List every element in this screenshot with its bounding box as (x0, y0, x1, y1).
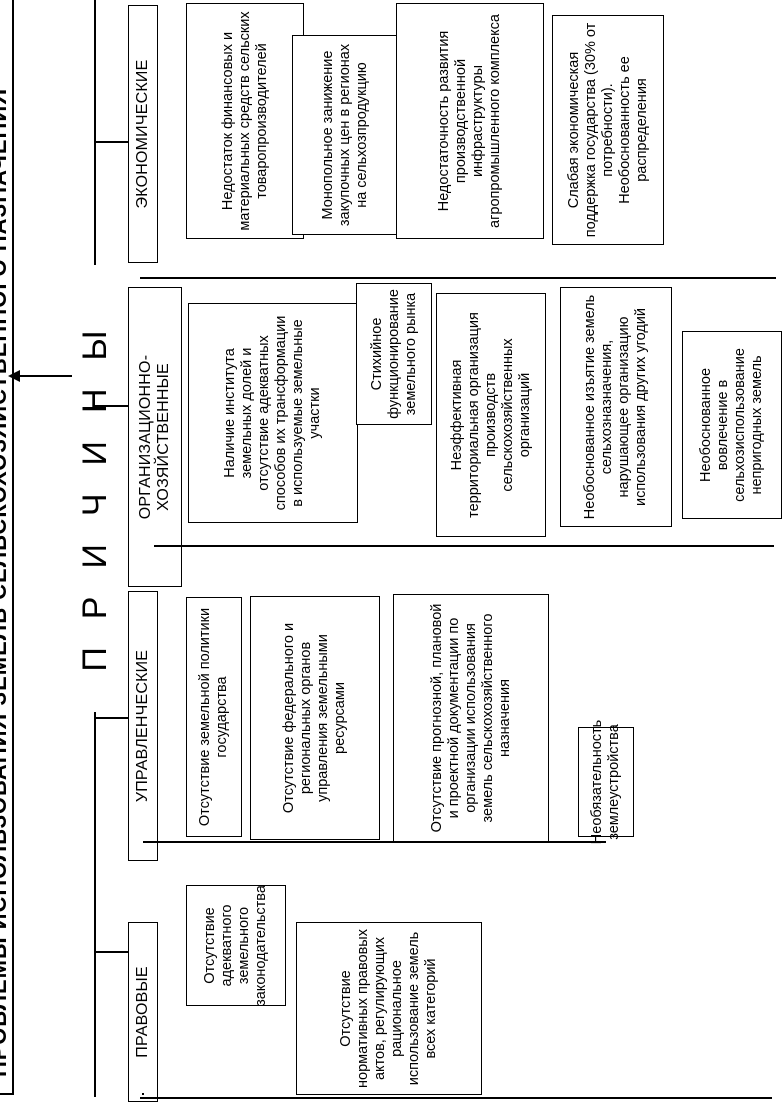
causes-title: ПРИЧИНЫ (76, 302, 114, 672)
organizational-item-1: Наличие института земельных долей и отсу… (188, 303, 358, 523)
managerial-item-4: Необязательность землеустройства (578, 720, 634, 844)
causes-arrow-line (12, 375, 72, 377)
organizational-item-4: Необоснованное изъятие земель сельхозназ… (560, 287, 672, 527)
managerial-item-1: Отсутствие земельной политики государств… (186, 597, 242, 837)
banner-title: ПРОБЛЕМЫ ИСПОЛЬЗОВАНИЯ ЗЕМЕЛЬ СЕЛЬСКОХОЗ… (0, 87, 10, 1077)
organizational-item-2: Стихийное функционирование земельного ры… (356, 283, 432, 425)
category-managerial: УПРАВЛЕНЧЕСКИЕ (128, 591, 158, 861)
legal-bracket (140, 1097, 772, 1099)
managerial-item-2: Отсутствие федерального и региональных о… (250, 596, 380, 840)
category-legal: ПРАВОВЫЕ (128, 922, 158, 1102)
economic-item-1: Недостаток финансовых и материальных сре… (186, 3, 304, 239)
economic-bracket (140, 277, 776, 279)
organizational-drop (94, 405, 128, 407)
legal-item-2: Отсутствие нормативных правовых актов, р… (296, 922, 482, 1095)
economic-item-4: Слабая экономическая поддержка государст… (552, 15, 664, 245)
economic-item-3: Недостаточность развития производственно… (396, 3, 544, 239)
legal-connector-bus (142, 1093, 144, 1095)
spine-left (94, 712, 96, 1097)
legal-drop (94, 951, 128, 953)
category-organizational: ОРГАНИЗАЦИОННО-ХОЗЯЙСТВЕННЫЕ (128, 287, 182, 587)
category-economic: ЭКОНОМИЧЕСКИЕ (128, 5, 158, 263)
organizational-item-5: Необоснованное вовлечение в сельхозиспол… (682, 331, 782, 519)
spine-right (94, 0, 96, 265)
economic-item-2: Монопольное занижение закупочных цен в р… (292, 35, 398, 235)
managerial-drop (94, 717, 128, 719)
organizational-item-3: Неэффективная территориальная организаци… (436, 293, 546, 537)
organizational-bracket (154, 545, 774, 547)
legal-item-1: Отсутствие адекватного земельного законо… (186, 885, 286, 1006)
managerial-item-3: Отсутствие прогнозной, плановой и проект… (393, 594, 549, 842)
economic-drop (94, 141, 128, 143)
causes-arrow-up-icon (8, 370, 20, 382)
